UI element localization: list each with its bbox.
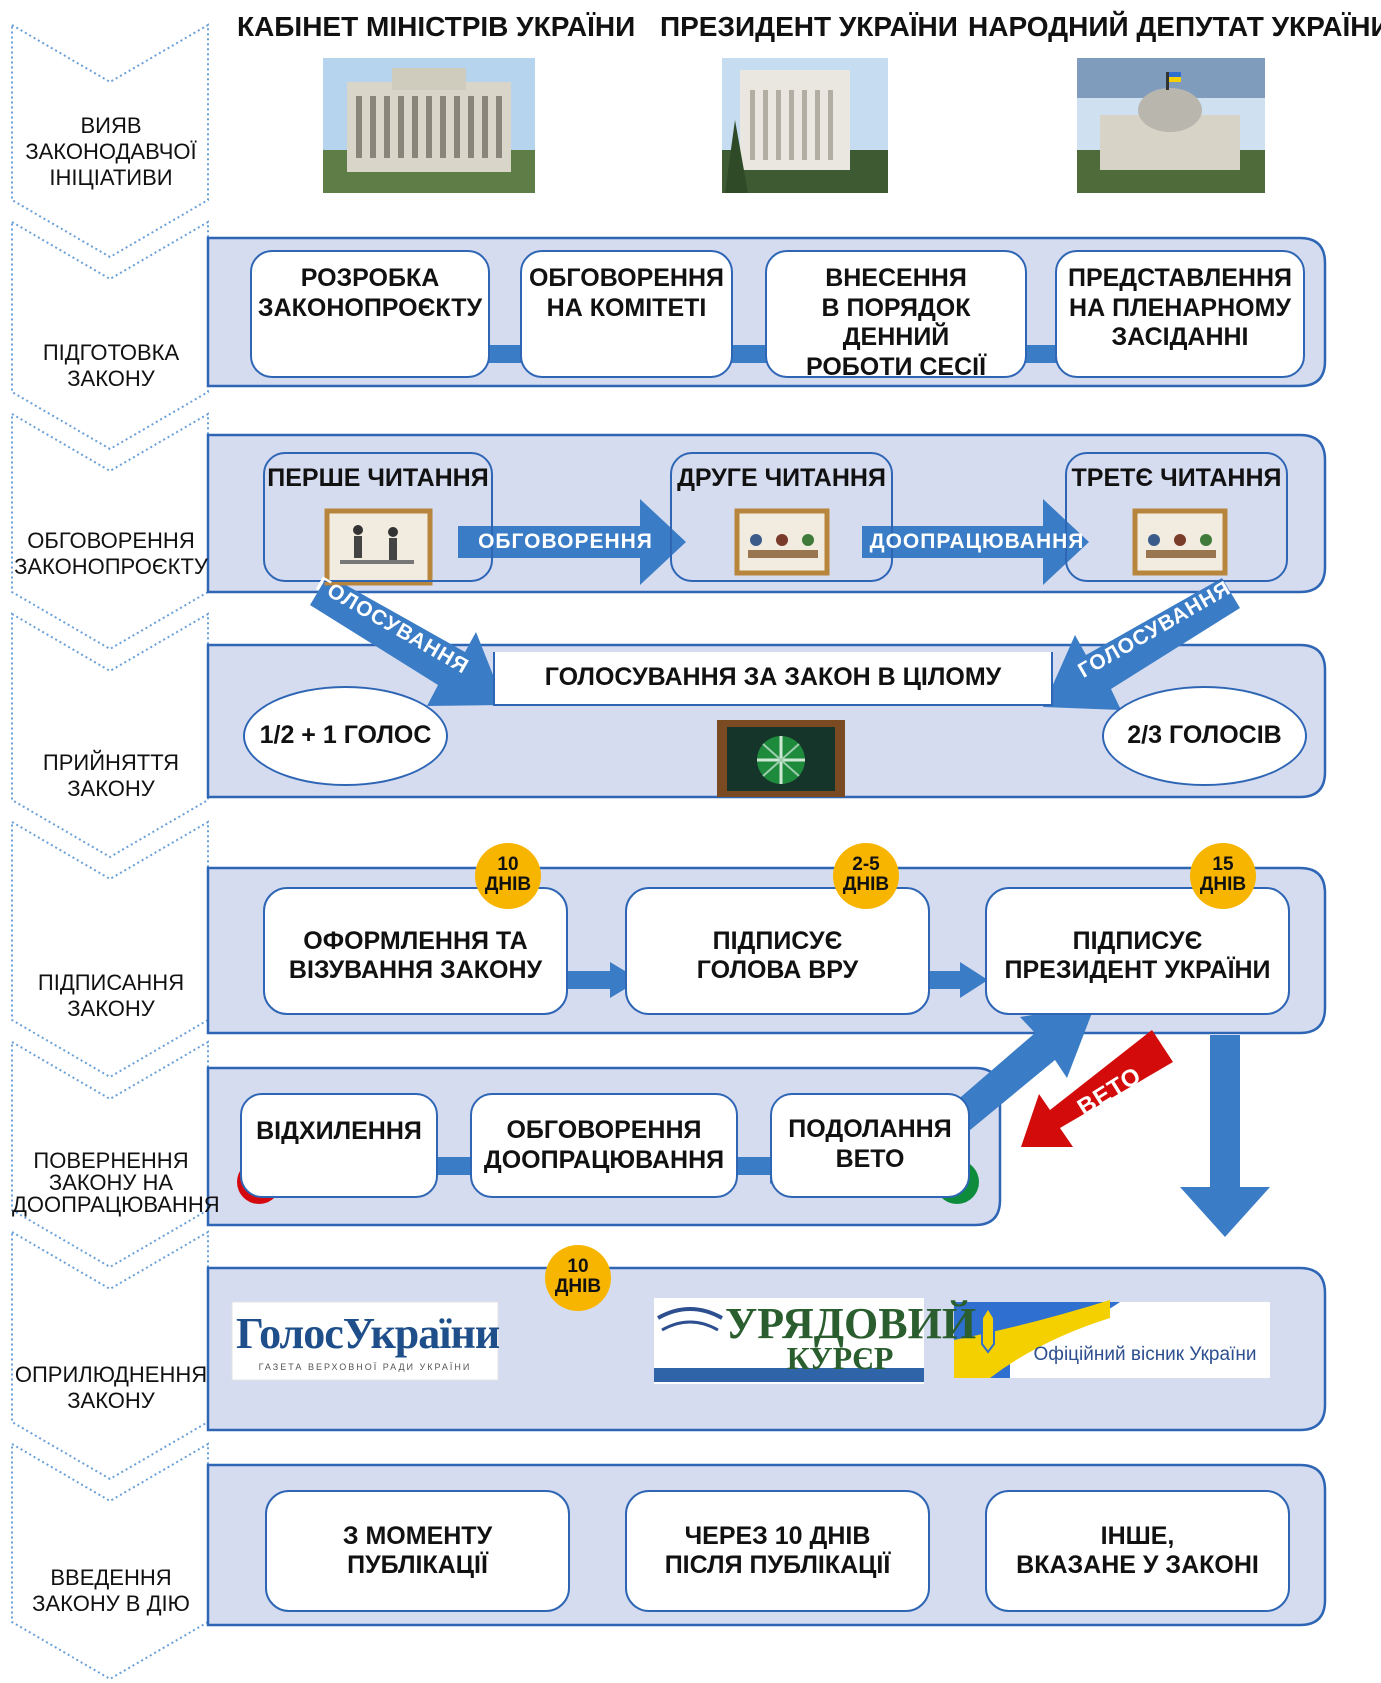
vote-arrow-right [1043,578,1240,710]
building-cabinet-image [323,58,535,193]
building-rada-image [1077,58,1265,193]
header-cabinet: КАБІНЕТ МІНІСТРІВ УКРАЇНИ [237,11,636,42]
reading-arrow-discussion [458,499,686,585]
reading-box-third: ТРЕТЄ ЧИТАННЯ [1065,452,1288,582]
signing-arrows [552,962,988,998]
second-reading-image [734,508,830,576]
label-arrow-discussion: ОБГОВОРЕННЯ [478,530,653,553]
stage-chevrons [11,23,209,1681]
chevron-4 [11,612,209,859]
uryadovyi-title: УРЯДОВИЙ [725,1299,977,1348]
chevron-3 [11,412,209,651]
veto-arrow [1021,1030,1173,1147]
chevron-7 [11,1230,209,1481]
return-box-rejection: ВІДХИЛЕННЯ [240,1093,438,1198]
effect-box-other: ІНШЕ,ВКАЗАНЕ У ЗАКОНІ [985,1490,1290,1612]
ofitsiinyi-visnyk-logo [954,1300,1270,1378]
golos-ukrainy-subtitle: ГАЗЕТА ВЕРХОВНОЇ РАДИ УКРАЇНИ [258,1362,472,1372]
building-president-image [722,58,888,193]
header-deputy: НАРОДНИЙ ДЕПУТАТ УКРАЇНИ [968,11,1381,42]
golos-ukrainy-title: ГолосУкраїни [236,1309,500,1358]
sign-arrow-1 [552,962,640,998]
override-arrow [940,1005,1095,1140]
publication-down-arrow [1180,1035,1270,1237]
adoption-title-box: ГОЛОСУВАННЯ ЗА ЗАКОН В ЦІЛОМУ [493,652,1053,706]
first-reading-image [324,508,433,586]
chevron-6 [11,1040,209,1269]
header-president: ПРЕЗИДЕНТ УКРАЇНИ [660,11,958,42]
chevron-2 [11,220,209,451]
adoption-majority-oval: 1/2 + 1 ГОЛОС [243,686,448,786]
reading-box-first: ПЕРШЕ ЧИТАННЯ [263,452,493,582]
visnyk-title: Офіційний вісник України [1033,1344,1257,1365]
golos-ukrainy-logo [231,1301,499,1381]
kurier-title: КУРЄР [786,1340,894,1376]
voting-board-image [717,720,845,797]
sign-arrow-2 [915,962,988,998]
uryadovyi-kurier-logo [654,1298,924,1384]
chevron-8 [11,1442,209,1681]
reading-box-second: ДРУГЕ ЧИТАННЯ [670,452,893,582]
adoption-two-thirds-oval: 2/3 ГОЛОСІВ [1102,686,1307,786]
label-arrow-revision: ДООПРАЦЮВАННЯ [869,530,1085,553]
third-reading-image [1132,508,1228,576]
chevron-1 [11,23,209,259]
chevron-5 [11,820,209,1079]
vote-arrow-left [310,575,505,706]
reading-arrow-revision [862,499,1089,585]
